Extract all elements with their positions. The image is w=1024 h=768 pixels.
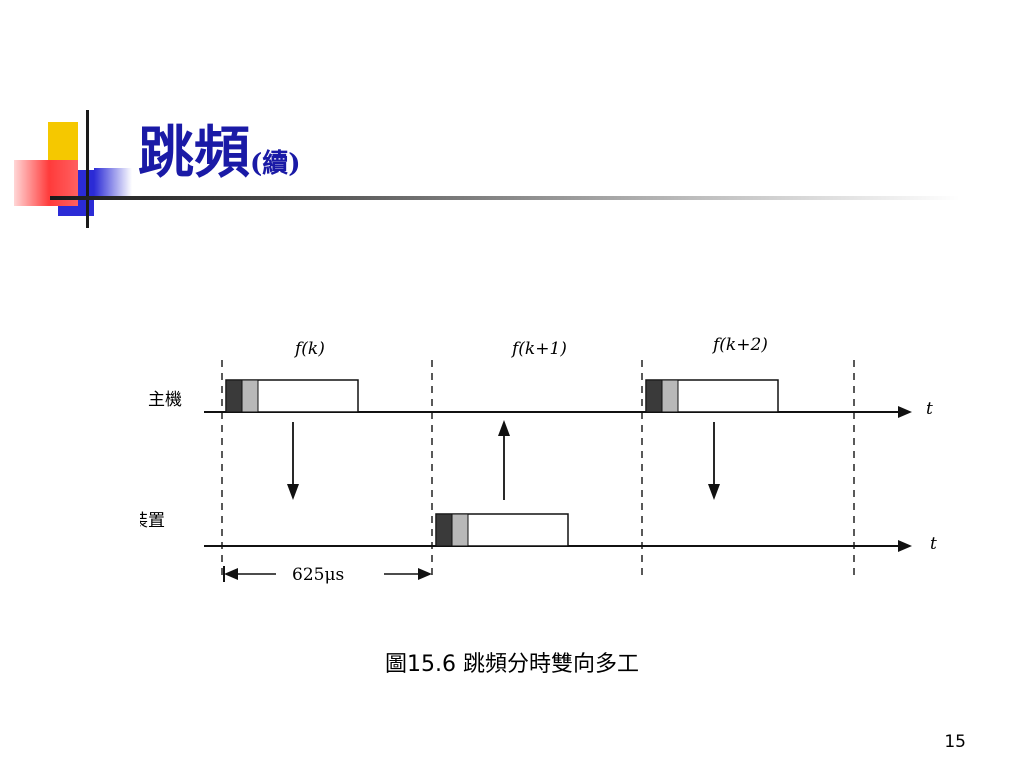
title-underline — [50, 196, 960, 200]
slot-duration-label: 625μs — [292, 565, 344, 585]
master-axis-t-label: t — [926, 399, 933, 419]
slave-axis-arrowhead — [898, 540, 912, 552]
figure-caption: 圖15.6 跳頻分時雙向多工 — [385, 652, 639, 677]
freq-label-3: f(k+2) — [711, 335, 768, 355]
master-label: 主機 — [148, 390, 182, 410]
master-packet-2 — [645, 379, 779, 413]
decor-blue-gradient — [94, 168, 132, 198]
arrow-down-2 — [708, 422, 720, 500]
slide-title-main: 跳頻 — [138, 120, 250, 186]
decor-yellow-square — [48, 122, 78, 164]
frequency-hopping-diagram: f(k) f(k+1) f(k+2) 主機 從屬裝置 t t — [140, 318, 960, 603]
arrow-down-1 — [287, 422, 299, 500]
freq-label-2: f(k+1) — [510, 339, 567, 359]
page-number: 15 — [944, 732, 966, 752]
slave-label: 從屬裝置 — [140, 511, 165, 531]
master-packet-1 — [225, 379, 359, 413]
slide-title-suffix: (續) — [250, 149, 301, 179]
slot-duration-marker — [223, 566, 432, 582]
arrow-up — [498, 420, 510, 500]
slave-axis-t-label: t — [930, 534, 937, 554]
freq-label-1: f(k) — [293, 339, 325, 359]
decor-vertical-line — [86, 110, 89, 228]
master-axis-arrowhead — [898, 406, 912, 418]
slide-title: 跳頻(續) — [138, 118, 301, 199]
slave-packet-1 — [435, 513, 569, 547]
